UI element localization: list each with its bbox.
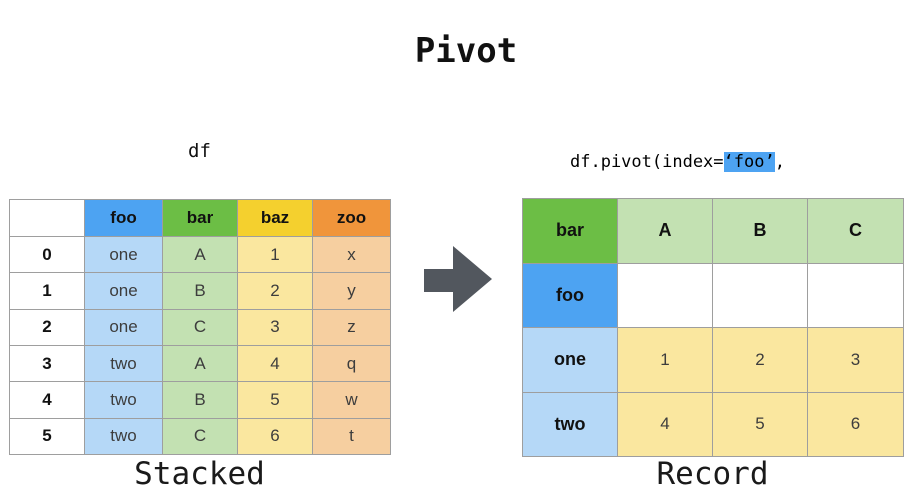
cell-foo: one [84,272,163,310]
row-index: 1 [9,272,85,310]
record-caption: Record [656,456,769,492]
highlight-foo: ‘foo’ [723,152,775,172]
cell-baz: 6 [237,417,313,456]
cell-foo: two [84,344,163,383]
columns-axis-label-bar: bar [522,198,618,264]
cell-bar: C [162,308,238,346]
table-row: 5 two C 6 t [9,417,391,456]
code-text: , [774,152,785,172]
pivoted-dataframe-table: bar A B C foo one 1 2 3 two 4 5 6 [522,198,904,457]
page-title: Pivot [414,31,518,71]
empty-cell [807,262,904,328]
table-row: 3 two A 4 q [9,344,391,383]
stacked-caption: Stacked [134,456,265,492]
row-index: two [522,391,618,457]
table-header-row: bar A B C [522,198,904,264]
column-header-c: C [807,198,904,264]
cell-bar: A [162,344,238,383]
cell-zoo: w [312,381,391,419]
row-index: 3 [9,344,85,383]
value-cell: 1 [617,327,713,393]
cell-zoo: y [312,272,391,310]
value-cell: 4 [617,391,713,457]
table-row: 2 one C 3 z [9,308,391,346]
column-header-bar: bar [162,199,238,237]
index-header-row: foo [522,262,904,328]
value-cell: 5 [712,391,808,457]
value-cell: 2 [712,327,808,393]
value-cell: 3 [807,327,904,393]
dataframe-name-label: df [188,140,211,162]
row-index: 5 [9,417,85,456]
cell-baz: 2 [237,272,313,310]
right-arrow-icon [424,246,492,312]
row-index: 0 [9,235,85,274]
cell-zoo: z [312,308,391,346]
cell-bar: C [162,417,238,456]
row-index: one [522,327,618,393]
cell-baz: 5 [237,381,313,419]
cell-foo: two [84,381,163,419]
cell-bar: B [162,272,238,310]
column-header-foo: foo [84,199,163,237]
column-header-zoo: zoo [312,199,391,237]
cell-foo: two [84,417,163,456]
column-header-b: B [712,198,808,264]
cell-zoo: x [312,235,391,274]
cell-bar: A [162,235,238,274]
table-row: 4 two B 5 w [9,381,391,419]
cell-zoo: q [312,344,391,383]
cell-foo: one [84,235,163,274]
cell-foo: one [84,308,163,346]
value-cell: 6 [807,391,904,457]
code-line-1: df.pivot(index=‘foo’, [570,151,805,174]
empty-cell [712,262,808,328]
table-row: 0 one A 1 x [9,235,391,274]
table-row: 1 one B 2 y [9,272,391,310]
table-row: one 1 2 3 [522,327,904,393]
row-index: 4 [9,381,85,419]
column-header-a: A [617,198,713,264]
table-header-row: foo bar baz zoo [9,199,391,237]
corner-cell [9,199,85,237]
index-axis-label-foo: foo [522,262,618,328]
cell-baz: 4 [237,344,313,383]
cell-baz: 1 [237,235,313,274]
stacked-dataframe-table: foo bar baz zoo 0 one A 1 x 1 one B 2 y … [9,199,391,456]
code-text: df.pivot(index= [570,152,724,172]
cell-baz: 3 [237,308,313,346]
cell-zoo: t [312,417,391,456]
empty-cell [617,262,713,328]
column-header-baz: baz [237,199,313,237]
table-row: two 4 5 6 [522,391,904,457]
cell-bar: B [162,381,238,419]
row-index: 2 [9,308,85,346]
